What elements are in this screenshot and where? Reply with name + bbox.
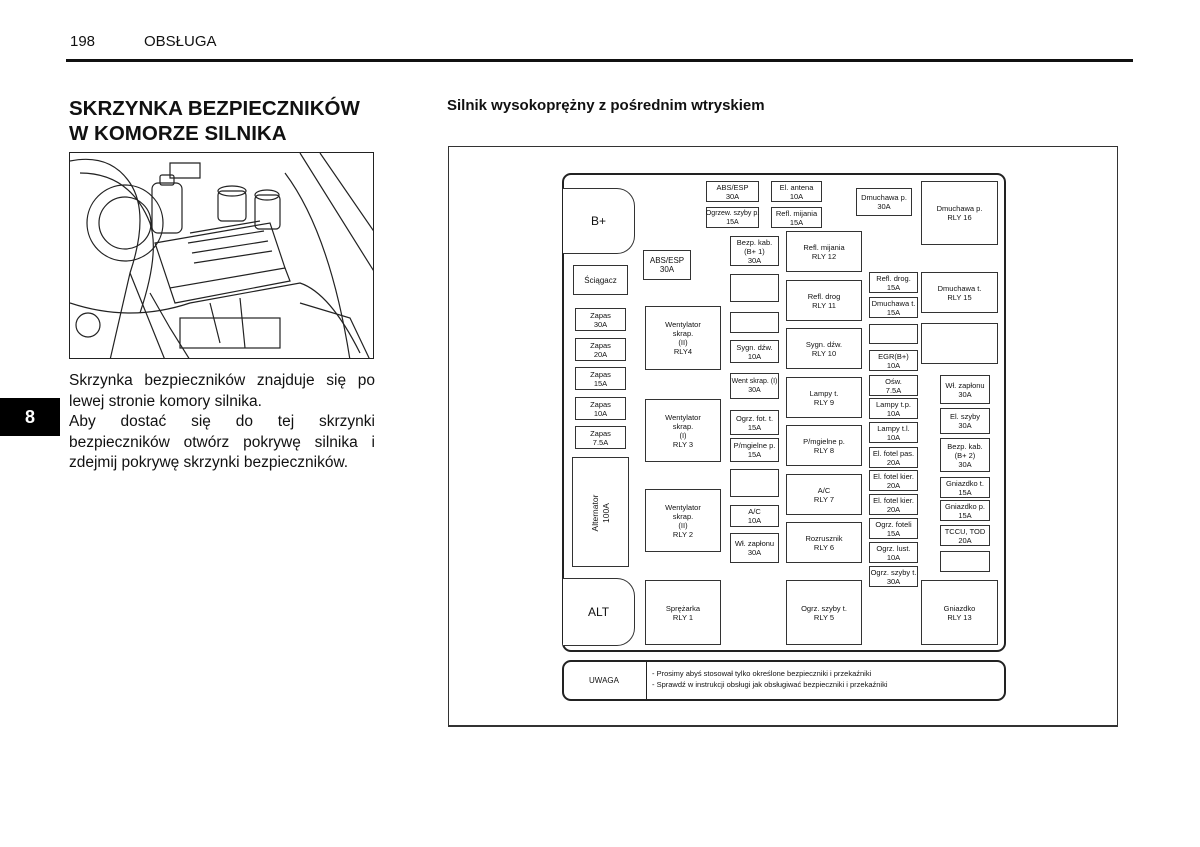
alternator-fuse: Alternator 100A [572, 457, 629, 567]
note-box [562, 660, 1006, 701]
sygn-dzw-10a: Sygn. dźw.10A [730, 340, 779, 363]
p-mgielne-rly8: P/mgielne p.RLY 8 [786, 425, 862, 466]
lampy-tp-10a: Lampy t.p.10A [869, 398, 918, 419]
empty-fuse-slot-3 [730, 469, 779, 497]
el-fotel-kier-20a-1: El. fotel kier.20A [869, 470, 918, 491]
refl-drog-15a: Refl. drog.15A [869, 272, 918, 293]
alt-terminal: ALT [563, 578, 635, 646]
engine-bay-illustration [69, 152, 374, 359]
diagram-title: Silnik wysokoprężny z pośrednim wtryskie… [447, 97, 765, 114]
gniazdko-p-15a: Gniazdko p.15A [940, 500, 990, 521]
alternator-label: Alternator 100A [590, 494, 611, 532]
empty-fuse-slot-4 [869, 324, 918, 344]
dmuchawa-t-15a: Dmuchawa t.15A [869, 297, 918, 318]
ogrz-fot-t-15a: Ogrz. fot. t.15A [730, 410, 779, 435]
ogrz-szyby-t-30a: Ogrz. szyby t.30A [869, 566, 918, 587]
ogrzew-szyby-p-15a: Ogrzew. szyby p.15A [706, 207, 759, 228]
page-heading: SKRZYNKA BEZPIECZNIKÓW W KOMORZE SILNIKA [69, 96, 360, 146]
engine-bay-drawing [70, 153, 373, 358]
section-title: OBSŁUGA [144, 33, 217, 50]
empty-fuse-slot-5 [940, 551, 990, 572]
b-plus-terminal: B+ [563, 188, 635, 254]
el-fotel-pas-20a: El. fotel pas.20A [869, 447, 918, 468]
went-skrap-30a: Went skrap. (I)30A [730, 373, 779, 399]
header-rule [66, 59, 1133, 62]
egr-10a: EGR(B+)10A [869, 350, 918, 371]
page-number: 198 [70, 33, 96, 50]
body-text: Skrzynka bezpieczników znajduje się po l… [69, 371, 375, 474]
sygn-dzw-rly10: Sygn. dźw.RLY 10 [786, 328, 862, 369]
heading-line-1: SKRZYNKA BEZPIECZNIKÓW [69, 97, 360, 120]
p-mgielne-15a: P/mgielne p.15A [730, 438, 779, 462]
note-divider [646, 661, 647, 700]
ogrz-szyby-t-rly5: Ogrz. szyby t.RLY 5 [786, 580, 862, 645]
empty-fuse-slot-1 [730, 274, 779, 302]
fuse-box-outline [562, 173, 1006, 652]
sciagacz-fuse: Ściągacz [573, 265, 628, 295]
dmuchawa-p-30a: Dmuchawa p.30A [856, 188, 912, 216]
el-fotel-kier-20a-2: El. fotel kier.20A [869, 494, 918, 515]
bezp-kab-b1-30a: Bezp. kab.(B+ 1)30A [730, 236, 779, 266]
chapter-tab: 8 [0, 398, 60, 436]
osw-75a: Ośw.7.5A [869, 375, 918, 396]
paragraph-location: Skrzynka bezpieczników znajduje się po l… [69, 372, 375, 410]
lampy-t-rly9: Lampy t.RLY 9 [786, 377, 862, 418]
heading-line-2: W KOMORZE SILNIKA [69, 122, 287, 145]
empty-fuse-slot-2 [730, 312, 779, 333]
dmuchawa-t-rly15: Dmuchawa t.RLY 15 [921, 272, 998, 313]
bezp-kab-b2-30a: Bezp. kab.(B+ 2)30A [940, 438, 990, 472]
note-line-2: - Sprawdź w instrukcji obsługi jak obsłu… [652, 680, 888, 689]
gniazdko-t-15a: Gniazdko t.15A [940, 477, 990, 498]
ogrz-lust-10a: Ogrz. lust.10A [869, 542, 918, 563]
diagram-frame [448, 146, 1118, 727]
lampy-tl-10a: Lampy t.l.10A [869, 422, 918, 443]
note-label: UWAGA [589, 676, 619, 685]
note-line-1: - Prosimy abyś stosował tylko określone … [652, 669, 872, 678]
paragraph-access: Aby dostać się do tej skrzynki bezpieczn… [69, 413, 375, 471]
note-text: - Prosimy abyś stosował tylko określone … [652, 668, 888, 690]
empty-relay-slot [921, 323, 998, 364]
dmuchawa-p-rly16: Dmuchawa p.RLY 16 [921, 181, 998, 245]
